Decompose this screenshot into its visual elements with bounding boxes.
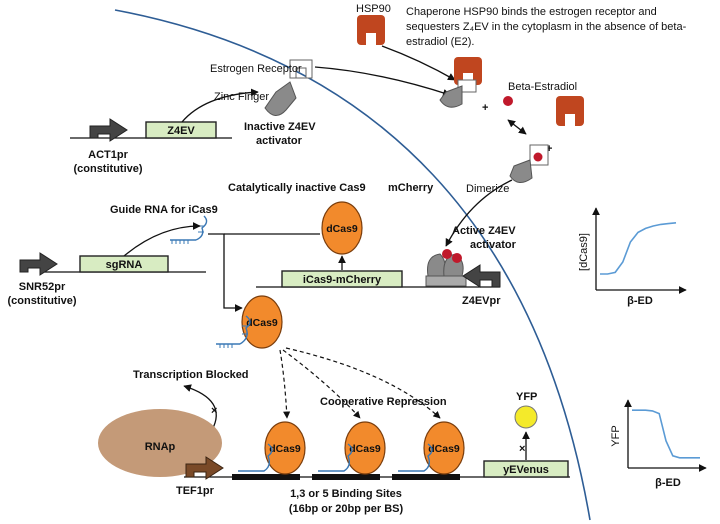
dimerize-arrow xyxy=(445,179,513,247)
dashed-arrow-1 xyxy=(279,349,291,419)
binding-sites-label-2: (16bp or 20bp per BS) xyxy=(289,503,404,515)
hsp90-protein xyxy=(357,15,385,45)
sgrna-gene-label: sgRNA xyxy=(106,259,143,271)
binding-site-2 xyxy=(312,474,380,480)
dcas9-label-complex: dCas9 xyxy=(246,317,278,329)
z4ev-gene-label: Z4EV xyxy=(167,125,195,137)
active-label-2: activator xyxy=(470,239,517,251)
icas9-gene-label: iCas9-mCherry xyxy=(303,274,382,286)
chart1-xlabel: β-ED xyxy=(627,295,653,307)
chart2-xlabel: β-ED xyxy=(655,477,681,489)
dcas9-bound-3 xyxy=(423,421,465,475)
snr52pr-label-1: SNR52pr xyxy=(19,281,66,293)
mcherry-label: mCherry xyxy=(388,182,434,194)
chart-dcas9-vs-bed: [dCas9] β-ED xyxy=(578,207,687,307)
estrogen-receptor xyxy=(289,59,313,79)
dcas9-bound-1 xyxy=(264,421,306,475)
z4ev-dimer-on-promoter xyxy=(425,249,467,287)
estrogen-receptor-label: Estrogen Receptor xyxy=(210,63,302,75)
yfp-cross: × xyxy=(519,443,525,455)
inactive-label-1: Inactive Z4EV xyxy=(244,121,316,133)
chart1-curve xyxy=(600,222,677,275)
snr52pr-label-2: (constitutive) xyxy=(7,295,76,307)
estradiol-bound-z4ev xyxy=(509,144,549,183)
chart-yfp-vs-bed: YFP β-ED xyxy=(610,399,707,489)
cooperative-label: Cooperative Repression xyxy=(320,396,447,408)
act1pr-label-1: ACT1pr xyxy=(88,149,128,161)
icas9-gene-box xyxy=(281,270,403,288)
receptor-arrow xyxy=(314,66,451,97)
yevenus-gene-box xyxy=(483,460,569,478)
transcription-blocked-label: Transcription Blocked xyxy=(133,369,249,381)
assembly-arrow xyxy=(208,233,243,312)
yfp-label: YFP xyxy=(516,391,537,403)
yfp-protein xyxy=(514,405,538,429)
blocked-arrow xyxy=(183,384,217,431)
plus-sign-1: + xyxy=(482,102,488,114)
hsp90-arrow xyxy=(381,45,456,81)
rnap-polymerase xyxy=(98,409,222,477)
dcas9-bound-label-1: dCas9 xyxy=(269,443,301,455)
yevenus-gene-label: yEVenus xyxy=(503,464,549,476)
binding-site-1 xyxy=(232,474,300,480)
chart2-curve xyxy=(632,409,700,459)
nuclear-membrane xyxy=(114,9,591,521)
hsp90-label: HSP90 xyxy=(356,3,391,15)
sgrna-gene-box xyxy=(79,255,169,273)
rnap-label: RNAp xyxy=(145,441,176,453)
act1pr-label-2: (constitutive) xyxy=(73,163,142,175)
tef1-promoter-arrow xyxy=(185,456,224,480)
chart1-ylabel: [dCas9] xyxy=(578,233,590,271)
blocked-cross: × xyxy=(211,405,217,417)
released-hsp90 xyxy=(556,96,584,126)
beta-estradiol-molecule xyxy=(503,96,513,106)
dimerize-label: Dimerize xyxy=(466,183,509,195)
binding-site-3 xyxy=(392,474,460,480)
z4ev-expression-arrow xyxy=(181,88,259,123)
dashed-arrow-3 xyxy=(285,347,441,419)
dcas9-protein-complex xyxy=(241,295,283,349)
dcas9-bound-2 xyxy=(344,421,386,475)
act1-promoter-arrow xyxy=(89,118,128,142)
inactive-label-2: activator xyxy=(256,135,303,147)
hsp90-note: Chaperone HSP90 binds the estrogen recep… xyxy=(406,6,687,48)
dcas9-label-top: dCas9 xyxy=(326,223,358,235)
guide-rna-top xyxy=(170,215,208,244)
dcas9-bound-label-2: dCas9 xyxy=(349,443,381,455)
equilibrium-arrow xyxy=(507,119,527,135)
beta-estradiol-label: Beta-Estradiol xyxy=(508,81,577,93)
guide-rna-complex xyxy=(216,315,251,348)
dcas9-bound-label-3: dCas9 xyxy=(428,443,460,455)
cas9-title: Catalytically inactive Cas9 xyxy=(228,182,366,194)
sgrna-expression-arrow xyxy=(123,222,201,257)
z4ev-gene-box xyxy=(145,121,217,139)
guide-rnas-bound xyxy=(238,443,433,472)
plus-sign-2: + xyxy=(546,143,552,155)
dcas9-protein-top xyxy=(321,201,363,255)
tef1pr-label: TEF1pr xyxy=(176,485,215,497)
z4evpr-promoter-arrow xyxy=(462,264,501,288)
dashed-arrow-2 xyxy=(282,349,361,419)
binding-sites-label-1: 1,3 or 5 Binding Sites xyxy=(290,488,402,500)
zinc-finger-protein xyxy=(264,81,297,116)
guide-rna-label: Guide RNA for iCas9 xyxy=(110,204,218,216)
active-label-1: Active Z4EV xyxy=(452,225,516,237)
chart2-ylabel: YFP xyxy=(610,425,622,446)
snr52-promoter-arrow xyxy=(19,252,58,276)
z4evpr-label: Z4EVpr xyxy=(462,295,501,307)
inactive-complex xyxy=(439,57,482,108)
